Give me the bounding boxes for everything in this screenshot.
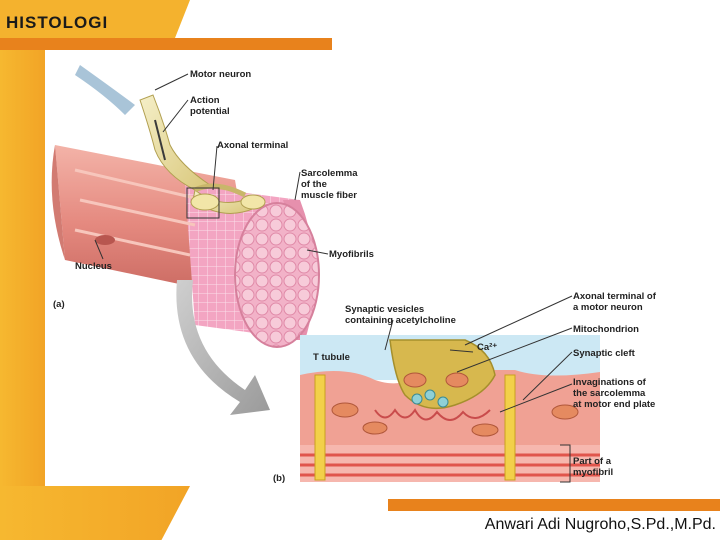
label-t-tubule: T tubule	[313, 352, 350, 363]
label-synaptic-vesicles-line2: containing acetylcholine	[345, 315, 456, 326]
label-action-potential-line1: Action	[190, 95, 220, 106]
leader-lines	[94, 73, 573, 483]
figure-illustration: Motor neuron Action potential Axonal ter…	[51, 65, 657, 484]
label-axonal-terminal-motor-line2: a motor neuron	[573, 302, 643, 313]
label-synaptic-vesicles-line1: Synaptic vesicles	[345, 304, 424, 315]
label-part-myofibril-line1: Part of a	[573, 456, 612, 467]
left-accent-strip	[0, 50, 45, 540]
label-axonal-terminal-motor-line1: Axonal terminal of	[573, 291, 657, 302]
label-part-myofibril-line2: myofibril	[573, 467, 613, 478]
motor-neuron-drawing	[75, 65, 266, 219]
title-bar-background	[0, 0, 190, 38]
label-panel-a-tag: (a)	[53, 299, 65, 310]
slide-title: HISTOLOGI	[6, 13, 109, 32]
bottom-accent-line	[388, 499, 720, 511]
label-myofibrils: Myofibrils	[329, 249, 374, 260]
end-plate-detail-drawing	[300, 335, 600, 483]
title-bar: HISTOLOGI	[0, 0, 190, 40]
label-motor-neuron: Motor neuron	[190, 69, 251, 80]
author-credit: Anwari Adi Nugroho,S.Pd.,M.Pd.	[484, 516, 716, 533]
label-invaginations-line1: Invaginations of	[573, 377, 647, 388]
label-invaginations-line3: at motor end plate	[573, 399, 655, 410]
zoom-arrow	[176, 280, 270, 415]
label-calcium: Ca²⁺	[477, 342, 497, 353]
label-sarcolemma-line2: of the	[301, 179, 327, 190]
label-mitochondrion: Mitochondrion	[573, 324, 639, 335]
bottom-accent-block	[0, 486, 190, 540]
top-accent-line	[0, 38, 332, 50]
label-axonal-terminal: Axonal terminal	[217, 140, 288, 151]
label-sarcolemma-line1: Sarcolemma	[301, 168, 358, 179]
label-action-potential-line2: potential	[190, 106, 230, 117]
label-sarcolemma-line3: muscle fiber	[301, 190, 357, 201]
label-panel-b-tag: (b)	[273, 473, 285, 484]
label-nucleus: Nucleus	[75, 261, 112, 272]
neuromuscular-junction-figure: Motor neuron Action potential Axonal ter…	[45, 50, 685, 490]
label-synaptic-cleft: Synaptic cleft	[573, 348, 636, 359]
label-invaginations-line2: the sarcolemma	[573, 388, 646, 399]
